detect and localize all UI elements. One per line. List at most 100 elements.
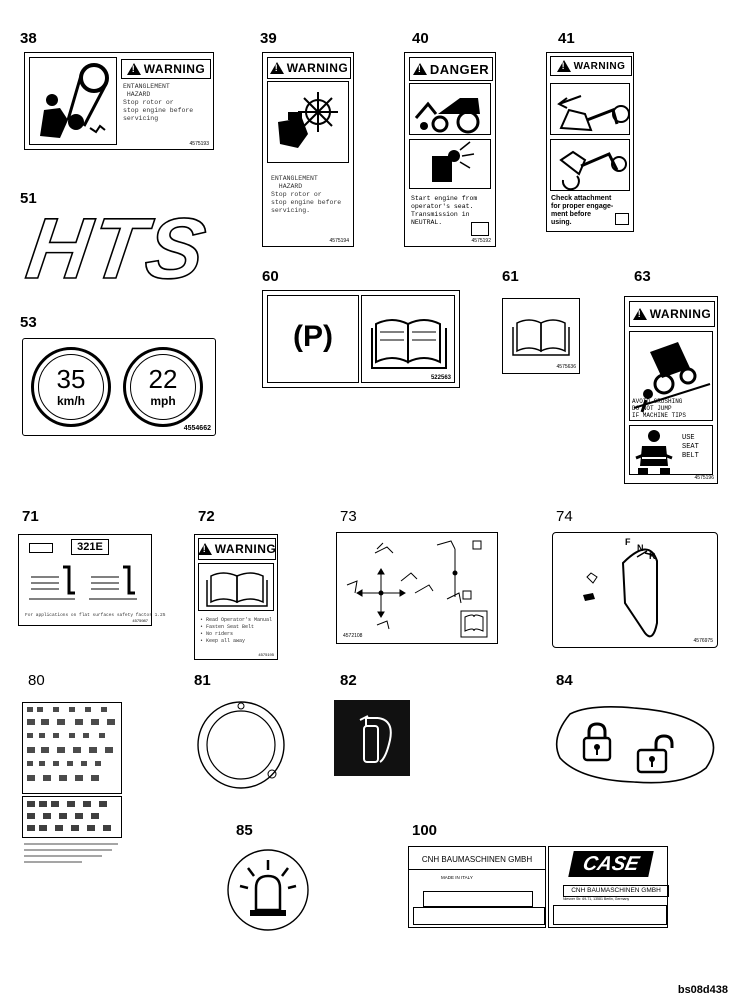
lever-neutral-label: N — [637, 543, 644, 553]
decal-82 — [334, 700, 410, 776]
decal-63-panel-2: USE SEAT BELT — [629, 425, 713, 475]
decal-63: WARNING AVOID CRUSHING DO NOT JUMP IF MA… — [624, 296, 718, 484]
speed-value-mph: 22 — [148, 364, 178, 394]
item-number-73: 73 — [340, 508, 357, 525]
decal-40-signal-text: DANGER — [429, 61, 490, 77]
case-logo: CASE — [568, 851, 654, 877]
decal-72-text: • Read Operator's Manual • Fasten Seat B… — [200, 617, 273, 644]
decal-38-pictogram-panel — [29, 57, 117, 145]
item-number-85: 85 — [236, 822, 253, 839]
decal-39: WARNING ENTANGLEMENT HAZARD Stop rotor o… — [262, 52, 354, 247]
decal-41-signal: WARNING — [550, 56, 632, 76]
plate-2-field — [553, 905, 667, 925]
speed-sign-mph: 22 mph — [123, 347, 203, 427]
danger-triangle-icon — [412, 63, 427, 75]
plate-1-made-in: MADE IN ITALY — [441, 875, 473, 880]
item-number-72: 72 — [198, 508, 215, 525]
decal-72-signal: WARNING — [197, 538, 277, 560]
decal-40: DANGER Start engine from operator's seat… — [404, 52, 496, 247]
decal-40-text: Start engine from operator's seat. Trans… — [411, 195, 478, 226]
warning-triangle-icon — [197, 543, 212, 555]
item-number-71: 71 — [22, 508, 39, 525]
speed-sign-kmh: 35 km/h — [31, 347, 111, 427]
rollover-icon — [633, 342, 711, 413]
padlock-unlocked-icon — [636, 734, 674, 774]
decal-63-text-2: USE SEAT BELT — [682, 434, 699, 460]
entanglement-icon — [40, 63, 109, 138]
decal-80-control-panel-grid — [27, 707, 115, 781]
decal-72-code: 4575195 — [258, 652, 274, 657]
decal-39-signal: WARNING — [267, 57, 351, 79]
manual-book-icon — [206, 572, 268, 607]
speed-unit-kmh: km/h — [56, 394, 85, 408]
decal-74-code: 4576975 — [693, 638, 713, 644]
plate-2-address: Niesner Str. 69-71, 13581 Berlin, German… — [563, 897, 630, 901]
drawing-id: bs08d438 — [677, 984, 728, 996]
decal-38-signal: WARNING — [121, 59, 211, 79]
padlock-locked-icon — [582, 722, 612, 762]
decal-61-code: 4575636 — [556, 364, 576, 370]
item-number-74: 74 — [556, 508, 573, 525]
load-chart-diagram — [29, 565, 137, 600]
manual-book-icon — [471, 222, 489, 236]
decal-38: WARNING ENTANGLEMENT HAZARD Stop rotor o… — [24, 52, 214, 150]
decal-80-lower — [22, 796, 122, 838]
decal-72-signal-text: WARNING — [214, 542, 277, 556]
item-number-63: 63 — [634, 268, 651, 285]
decal-84-lock-panel — [555, 706, 715, 784]
joystick-controls-diagram — [346, 540, 488, 638]
decal-71-model: 321E — [71, 539, 109, 555]
decal-60-panel-right — [361, 295, 455, 383]
item-number-40: 40 — [412, 30, 429, 47]
decal-39-signal-text: WARNING — [286, 61, 349, 75]
decal-61: 4575636 — [502, 298, 580, 374]
warning-triangle-icon — [556, 60, 571, 72]
decal-80 — [22, 702, 122, 794]
decal-63-panel-1: AVOID CRUSHING DO NOT JUMP IF MACHINE TI… — [629, 331, 713, 421]
decal-40-code: 4575192 — [471, 238, 491, 244]
decal-80-footer-lines — [24, 843, 118, 863]
decal-72-panel — [198, 563, 274, 611]
decal-40-signal: DANGER — [409, 57, 493, 81]
decal-60-code: 522563 — [430, 375, 451, 381]
plate-2-maker: CNH BAUMASCHINEN GMBH — [563, 885, 669, 897]
speed-sign-mph-inner — [130, 354, 196, 420]
decal-71-logo — [29, 543, 53, 553]
decal-53: 35 km/h 22 mph 4554662 — [22, 338, 216, 436]
decal-38-text: ENTANGLEMENT HAZARD Stop rotor or stop e… — [123, 83, 194, 122]
item-number-39: 39 — [260, 30, 277, 47]
starter-spark-icon — [432, 141, 475, 182]
decal-39-text: ENTANGLEMENT HAZARD Stop rotor or stop e… — [271, 175, 342, 214]
decal-71-code: 4575987 — [132, 618, 148, 623]
decal-74: F N R 4576975 — [552, 532, 718, 648]
warning-triangle-icon — [632, 308, 647, 320]
decal-72: WARNING • Read Operator's Manual • Faste… — [194, 534, 278, 660]
loader-runover-icon — [414, 98, 480, 134]
decal-41-panel-2 — [550, 139, 630, 191]
decal-40-starter-panel — [409, 139, 491, 189]
decal-63-text-1: AVOID CRUSHING DO NOT JUMP IF MACHINE TI… — [632, 398, 687, 419]
manual-book-icon — [371, 319, 447, 369]
decal-73: 4572108 — [336, 532, 498, 644]
seat-belt-icon — [635, 430, 673, 474]
item-number-81: 81 — [194, 672, 211, 689]
item-number-82: 82 — [340, 672, 357, 689]
item-number-41: 41 — [558, 30, 575, 47]
decal-73-code: 4572108 — [343, 633, 363, 639]
plate-1-field-2 — [413, 907, 545, 925]
decal-39-pictogram-panel — [267, 81, 349, 163]
decal-71: 321E For applications on flat surfaces s… — [18, 534, 165, 626]
decal-71-footer: For applications on flat surfaces safety… — [25, 613, 166, 618]
bucket-arrow-icon — [557, 95, 630, 132]
plate-1-field — [423, 891, 533, 907]
warning-triangle-icon — [269, 62, 284, 74]
parking-brake-icon: (P) — [293, 320, 333, 353]
decal-41-panel-1 — [550, 83, 630, 135]
manual-book-icon — [615, 213, 629, 225]
decal-41-text: Check attachment for proper engage- ment… — [551, 195, 614, 226]
beacon-icon — [254, 874, 282, 912]
item-number-80: 80 — [28, 672, 45, 689]
decal-41-signal-text: WARNING — [573, 60, 626, 72]
item-number-38: 38 — [20, 30, 37, 47]
decal-51-hts-logo: HTS — [20, 200, 213, 298]
